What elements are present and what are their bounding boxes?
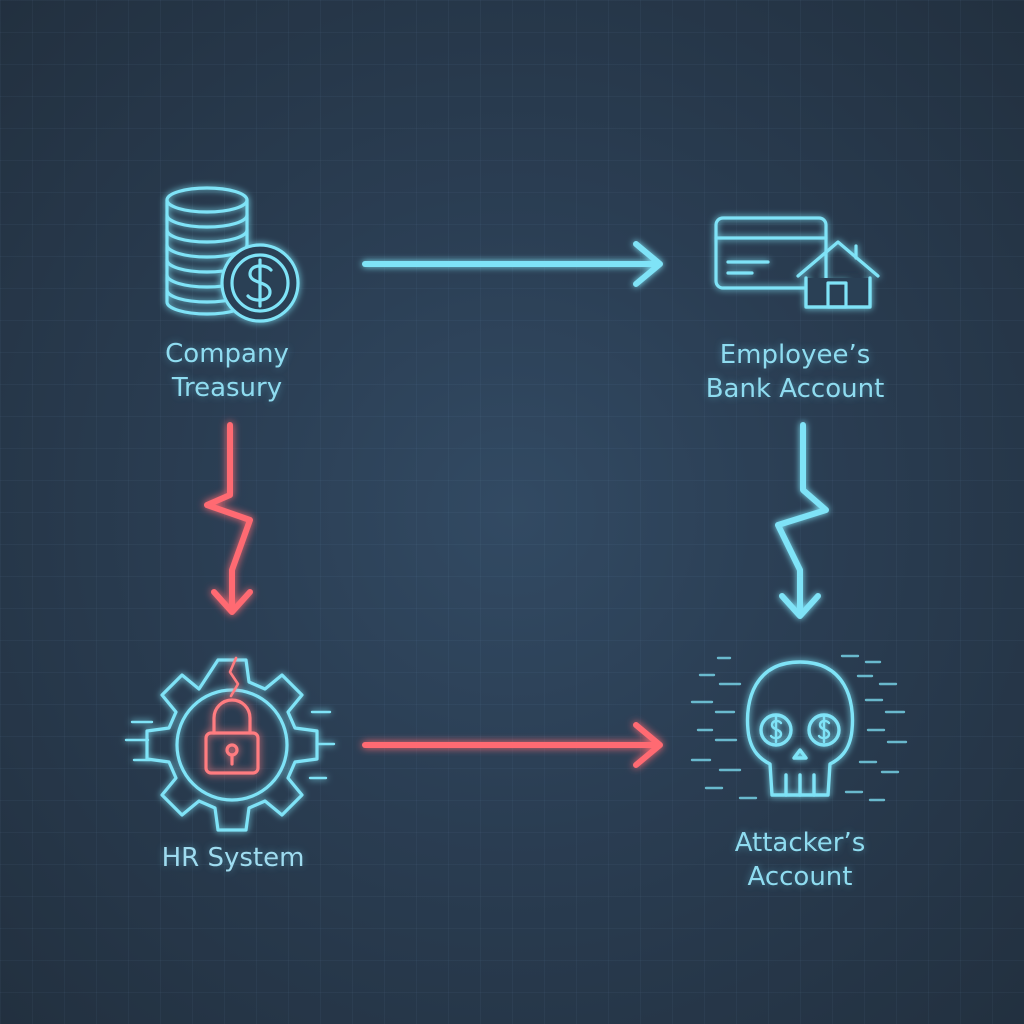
gear-lock-icon xyxy=(124,656,336,832)
node-label-hr-system: HR System xyxy=(161,843,305,873)
edge-bank-to-attacker xyxy=(775,422,829,619)
edge-treasury-to-hr xyxy=(204,422,253,615)
arrowhead xyxy=(779,593,821,619)
data-stream-lines xyxy=(690,654,908,802)
node-label-employee-bank-account: Employee’s Bank Account xyxy=(705,340,885,404)
arrowhead xyxy=(633,241,663,287)
arrowhead xyxy=(633,722,663,768)
coin-stack-icon xyxy=(165,186,300,323)
edge-treasury-to-bank xyxy=(362,241,663,287)
arrowhead xyxy=(211,589,253,615)
node-label-company-treasury: Company Treasury xyxy=(165,339,289,403)
node-label-attacker-account: Attacker’s Account xyxy=(734,828,866,892)
bank-card-house-icon xyxy=(714,216,880,309)
skull-dollar-icon xyxy=(690,654,908,802)
edge-hr-to-attacker xyxy=(362,722,663,768)
